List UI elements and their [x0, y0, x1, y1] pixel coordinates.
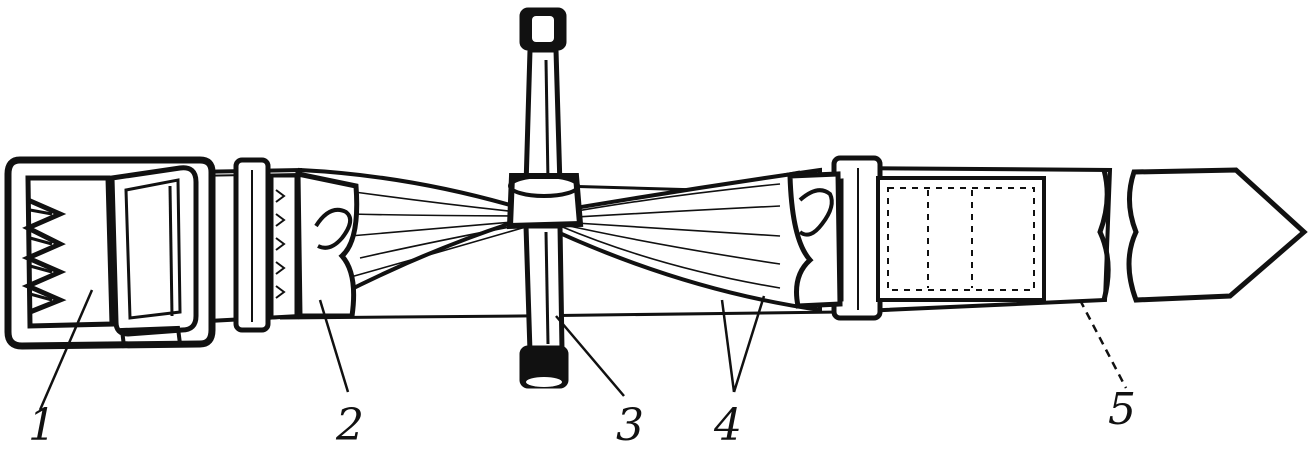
- leader-4b: [732, 295, 766, 393]
- label-4: 4: [713, 400, 742, 451]
- left-keeper: [233, 157, 271, 333]
- leader-2: [318, 299, 350, 393]
- leader-lines: [38, 289, 1128, 411]
- left-hook: [295, 170, 360, 319]
- leader-3: [555, 315, 625, 397]
- strap-under: [279, 310, 841, 320]
- label-1: 1: [28, 400, 56, 451]
- label-3: 3: [616, 400, 644, 451]
- leader-5: [1078, 299, 1128, 389]
- leader-1: [38, 289, 94, 411]
- label-2: 2: [335, 400, 364, 451]
- windlass-rod: [506, 7, 584, 389]
- strap-end: [1097, 167, 1308, 303]
- leader-4a: [720, 299, 736, 393]
- twisted-band: [298, 167, 822, 320]
- label-5: 5: [1108, 384, 1136, 435]
- buckle: [4, 156, 216, 350]
- right-hook: [787, 171, 843, 309]
- patch-panel: [876, 176, 1046, 302]
- stitching-left: [270, 174, 298, 320]
